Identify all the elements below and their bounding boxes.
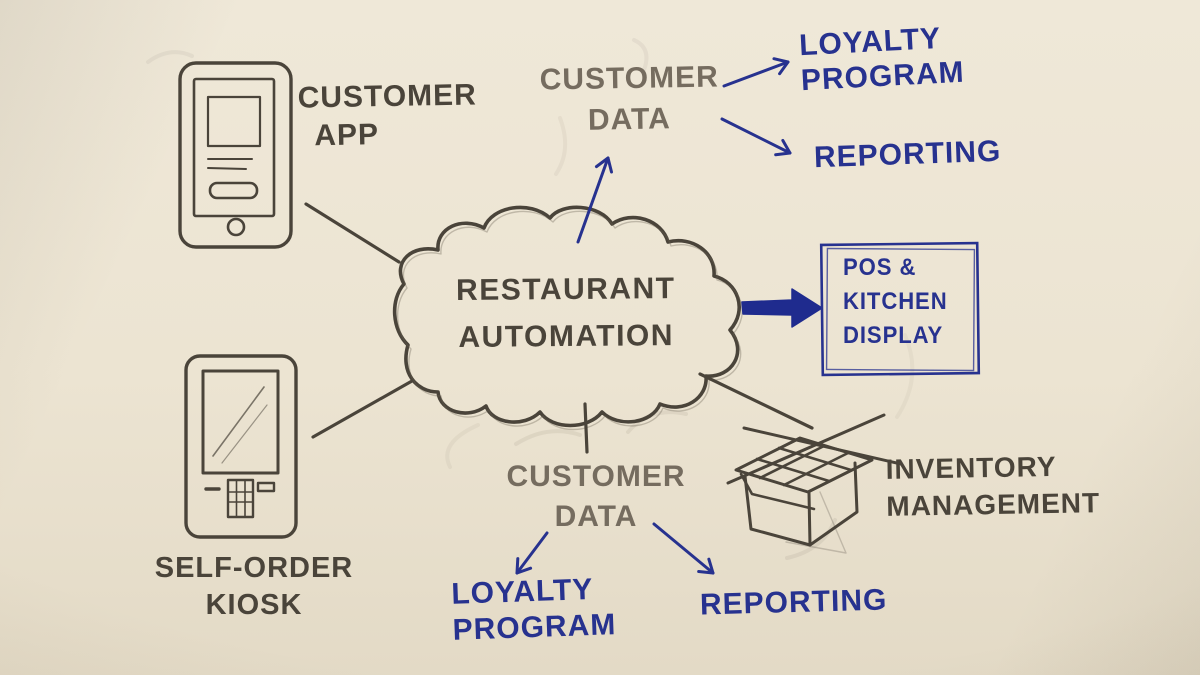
customer-app-label: CUSTOMER APP bbox=[297, 76, 477, 155]
reporting-bottom-label: REPORTING bbox=[699, 583, 888, 622]
blue-ink-arrows bbox=[515, 57, 792, 575]
cloud-outline bbox=[392, 205, 741, 428]
edge-cloud-to-inventory bbox=[698, 372, 814, 430]
edge-app-to-cloud bbox=[304, 202, 401, 264]
arrow-data-to-loyalty-bottom bbox=[515, 531, 549, 575]
pos-kitchen-box bbox=[819, 241, 981, 377]
arrow-data-to-loyalty-top bbox=[722, 57, 790, 88]
restaurant-automation-label: RESTAURANT AUTOMATION bbox=[455, 272, 676, 354]
self-order-kiosk-label: SELF-ORDER KIOSK bbox=[154, 552, 354, 621]
arrow-data-to-reporting-bottom bbox=[652, 522, 715, 575]
pos-kitchen-display-label: POS & KITCHEN DISPLAY bbox=[843, 254, 948, 349]
edge-kiosk-to-cloud bbox=[311, 379, 414, 439]
reporting-top-label: REPORTING bbox=[813, 134, 1002, 175]
cardboard-box-icon bbox=[726, 413, 903, 554]
loyalty-program-top-label: LOYALTY PROGRAM bbox=[798, 21, 966, 98]
arrow-data-to-reporting-top bbox=[720, 117, 792, 157]
customer-app-line2: APP bbox=[314, 118, 380, 153]
edge-cloud-to-customer-data-bottom bbox=[583, 402, 589, 454]
smartphone-icon bbox=[178, 61, 293, 249]
kiosk-icon bbox=[184, 354, 298, 539]
customer-app-line1: CUSTOMER bbox=[297, 78, 478, 115]
faint-sketch-marks bbox=[146, 38, 915, 560]
loyalty-program-bottom-label: LOYALTY PROGRAM bbox=[450, 572, 617, 647]
cloud-outline-echo bbox=[396, 210, 743, 431]
inventory-management-label: INVENTORY MANAGEMENT bbox=[885, 450, 1101, 522]
cloud-icon bbox=[392, 205, 743, 431]
customer-data-top-label: CUSTOMER DATA bbox=[539, 60, 720, 137]
pencil-connector-lines bbox=[304, 202, 814, 454]
arrow-cloud-to-customer-data-top bbox=[576, 156, 613, 244]
customer-data-bottom-label: CUSTOMER DATA bbox=[506, 460, 686, 533]
thick-arrow-icon bbox=[741, 288, 823, 328]
